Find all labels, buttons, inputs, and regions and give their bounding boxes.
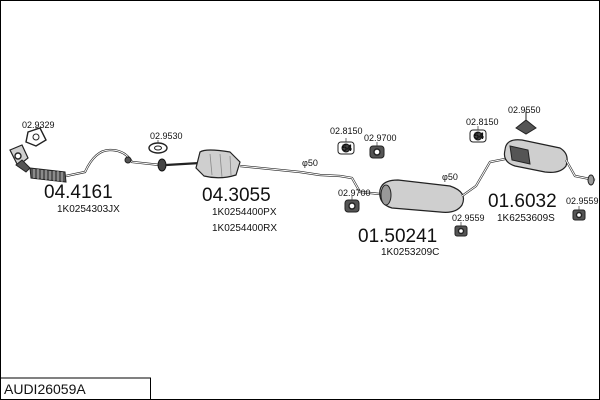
centre-silencer-assembly bbox=[337, 141, 511, 213]
main-part-code: 04.4161 bbox=[44, 182, 113, 203]
accessory-code-label: 02.8150 bbox=[330, 126, 363, 136]
main-part-code: 01.6032 bbox=[488, 191, 557, 212]
oe-part-number: 1K0254400RX bbox=[212, 223, 277, 234]
rubber-mount-icon bbox=[369, 145, 385, 159]
oe-part-number: 1K0254400PX bbox=[212, 207, 277, 218]
hanger-icon bbox=[515, 112, 537, 135]
mount-badge: 54 bbox=[474, 131, 484, 141]
clamp-icon bbox=[157, 158, 167, 172]
oe-part-number: 1K0254303JX bbox=[57, 204, 120, 215]
rubber-mount-icon bbox=[572, 209, 586, 221]
accessory-code-label: 02.9329 bbox=[22, 120, 55, 130]
diameter-label: φ50 bbox=[442, 172, 458, 182]
diameter-label: φ50 bbox=[302, 158, 318, 168]
gasket-icon bbox=[25, 127, 47, 147]
accessory-code-label: 02.9550 bbox=[508, 105, 541, 115]
rubber-mount-icon bbox=[337, 141, 355, 155]
oe-part-number: 1K6253609S bbox=[497, 213, 555, 224]
manifold-flange-icon bbox=[9, 144, 31, 173]
oxygen-sensor-boss-icon bbox=[124, 156, 132, 164]
flex-pipe-icon bbox=[29, 167, 67, 183]
accessory-code-label: 02.9700 bbox=[338, 188, 371, 198]
leader-lines bbox=[35, 110, 580, 226]
gasket-icon bbox=[148, 142, 168, 154]
accessory-code-label: 02.9700 bbox=[364, 133, 397, 143]
rubber-mount-icon bbox=[469, 129, 487, 143]
accessory-code-label: 02.9559 bbox=[566, 196, 599, 206]
rear-silencer-assembly bbox=[454, 112, 596, 237]
rubber-mount-icon bbox=[344, 199, 360, 213]
rubber-mount-icon bbox=[454, 225, 468, 237]
oe-part-number: 1K0253209C bbox=[381, 247, 439, 258]
diagram-code-title: AUDI26059A bbox=[4, 381, 86, 397]
converter-body-icon bbox=[195, 149, 241, 179]
title-box: AUDI26059A bbox=[0, 377, 151, 400]
main-part-code: 04.3055 bbox=[202, 185, 271, 206]
mount-badge: 54 bbox=[342, 143, 352, 153]
accessory-code-label: 02.8150 bbox=[466, 117, 499, 127]
accessory-code-label: 02.9530 bbox=[150, 131, 183, 141]
accessory-code-label: 02.9559 bbox=[452, 213, 485, 223]
main-part-code: 01.50241 bbox=[358, 226, 437, 247]
centre-silencer-body-icon bbox=[379, 179, 465, 213]
front-pipe-assembly bbox=[9, 127, 161, 183]
